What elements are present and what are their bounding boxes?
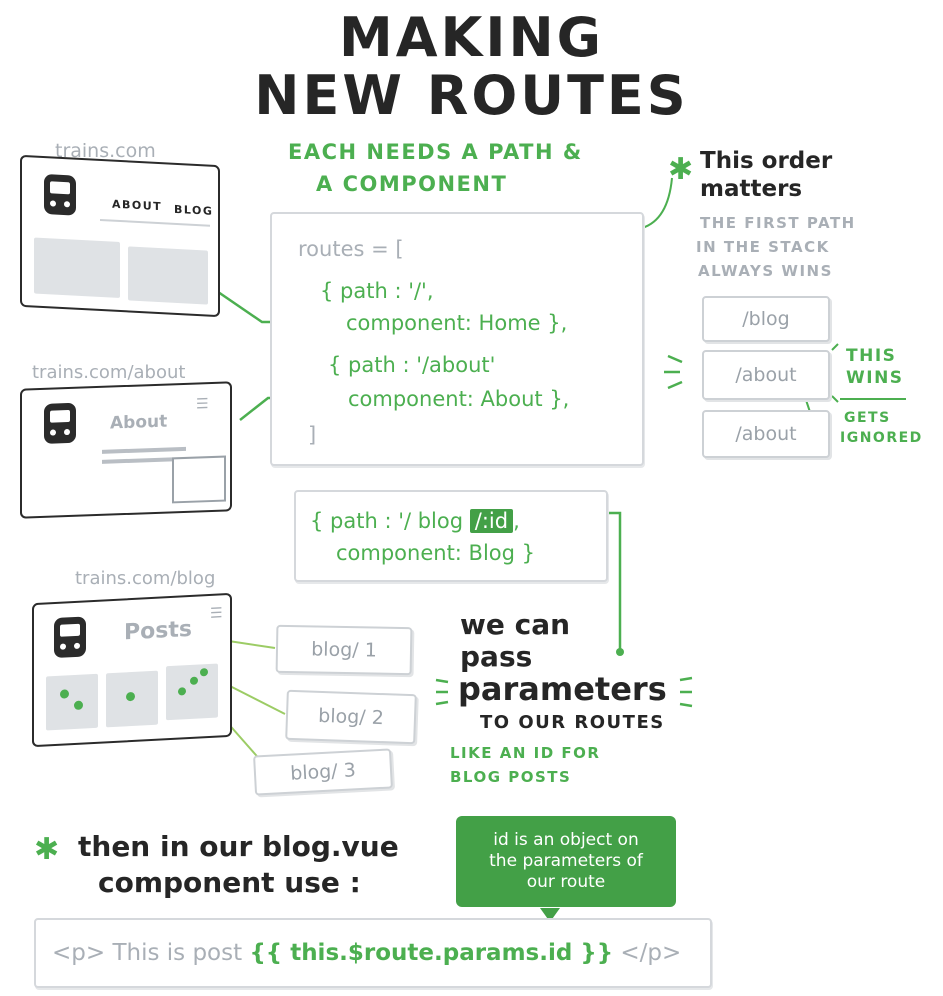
home-card-2 — [128, 246, 208, 305]
about-page-mockup: About ☰ — [20, 381, 232, 519]
blog-card-3 — [166, 663, 218, 721]
params-sub-2: BLOG POSTS — [450, 768, 572, 786]
ignored-label-2: IGNORED — [840, 430, 923, 446]
blog-url: trains.com/blog — [75, 568, 216, 589]
blog-page-mockup: Posts ☰ — [32, 592, 232, 748]
then-line-1: then in our blog.vue — [78, 830, 399, 863]
callout-line-2: the parameters of — [489, 851, 643, 871]
subtitle-line-2: A COMPONENT — [316, 172, 508, 196]
train-icon — [54, 616, 86, 659]
routes-line-4: { path : '/about' — [328, 353, 496, 377]
home-nav-blog: BLOG — [174, 202, 214, 218]
then-line-2: component use : — [98, 866, 361, 899]
routes-line-3: component: Home }, — [346, 311, 568, 335]
about-heading: About — [110, 411, 168, 434]
order-desc-1: THE FIRST PATH — [700, 214, 856, 232]
title-line-2: NEW ROUTES — [254, 64, 689, 127]
title-line-1: MAKING — [339, 6, 604, 69]
order-heading-1: This order — [700, 148, 833, 174]
wins-label-1: THIS — [846, 346, 897, 366]
params-line-1: we can — [460, 608, 571, 641]
blog-post-path-1: blog/ 1 — [275, 624, 413, 676]
callout-line-1: id is an object on — [493, 830, 639, 850]
order-desc-2: IN THE STACK — [696, 238, 830, 256]
about-image-placeholder — [172, 455, 226, 504]
final-code-close: </p> — [613, 940, 682, 966]
param-line-2: component: Blog } — [336, 541, 536, 565]
final-code-box: <p> This is post {{ this.$route.params.i… — [34, 918, 712, 988]
train-icon — [44, 402, 76, 444]
home-card-1 — [34, 237, 120, 298]
param-prefix: { path : '/ blog — [310, 509, 470, 533]
about-url: trains.com/about — [32, 362, 186, 383]
routes-line-5: component: About }, — [348, 387, 570, 411]
param-id-highlight: /:id — [469, 509, 514, 533]
ignored-label-1: GETS — [844, 410, 891, 426]
params-line-4: TO OUR ROUTES — [480, 712, 665, 733]
home-url: trains.com — [55, 140, 156, 162]
param-line-1: { path : '/ blog /:id, — [310, 506, 520, 536]
final-code-open: <p> This is post — [52, 940, 250, 966]
routes-line-6: ] — [308, 423, 317, 447]
blog-card-2 — [106, 670, 158, 728]
routes-code-box: routes = [ { path : '/', component: Home… — [270, 212, 644, 466]
stack-item-ignored: /about — [702, 410, 830, 458]
blog-post-path-3: blog/ 3 — [253, 748, 393, 796]
stack-item-winner: /about — [702, 350, 830, 400]
param-code-box: { path : '/ blog /:id, component: Blog } — [294, 490, 608, 582]
asterisk-icon: ✱ — [668, 152, 694, 187]
stack-item: /blog — [702, 296, 830, 342]
order-desc-3: ALWAYS WINS — [698, 262, 833, 280]
param-suffix: , — [513, 509, 520, 533]
params-sub-1: LIKE AN ID FOR — [450, 744, 601, 762]
home-nav-about: ABOUT — [112, 197, 163, 214]
menu-icon: ☰ — [196, 396, 209, 413]
final-code-expr: {{ this.$route.params.id }} — [249, 940, 614, 966]
params-line-2: pass — [460, 640, 533, 673]
menu-icon: ☰ — [210, 605, 223, 622]
callout-line-3: our route — [526, 872, 606, 892]
order-heading-2: matters — [700, 176, 803, 202]
blog-card-1 — [46, 673, 98, 731]
train-icon — [44, 174, 76, 216]
params-line-3: parameters — [458, 670, 667, 708]
routes-line-2: { path : '/', — [320, 279, 434, 303]
wins-label-2: WINS — [846, 368, 904, 388]
home-page-mockup: ABOUT BLOG — [20, 154, 220, 318]
subtitle-line-1: EACH NEEDS A PATH & — [288, 140, 583, 164]
blog-heading: Posts — [124, 616, 192, 646]
routes-line-1: routes = [ — [298, 237, 404, 261]
asterisk-icon: ✱ — [34, 832, 60, 867]
params-callout: id is an object on the parameters of our… — [456, 816, 676, 907]
blog-post-path-2: blog/ 2 — [285, 689, 417, 745]
final-code-line: <p> This is post {{ this.$route.params.i… — [52, 938, 681, 968]
